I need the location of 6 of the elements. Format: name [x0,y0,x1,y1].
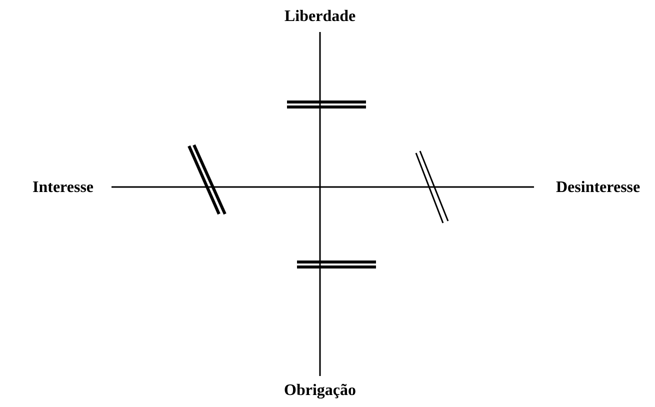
axis-label: Liberdade [284,8,356,26]
axis-label: Obrigação [284,382,356,400]
axis-label: Desinteresse [556,179,640,197]
axis-label: Interesse [32,179,94,197]
axis-line [319,32,321,376]
axis-line [112,186,534,188]
